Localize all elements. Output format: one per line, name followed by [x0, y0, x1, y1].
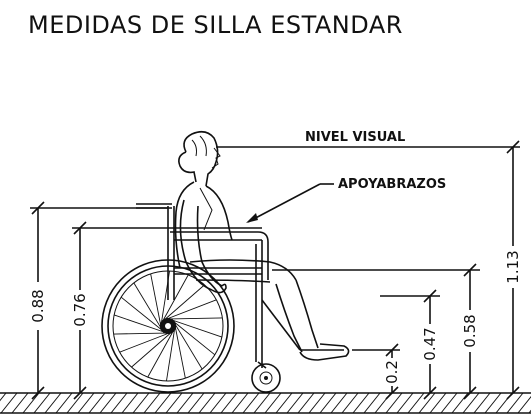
floor-hatch-line [11, 392, 29, 414]
floor-hatch-line [418, 392, 436, 414]
floor-hatch-line [275, 392, 293, 414]
floor-hatch-line [396, 392, 414, 414]
floor-hatch-line [385, 392, 403, 414]
wheel-spoke [166, 323, 176, 382]
armrest-leader: APOYABRAZOS [246, 177, 446, 223]
floor-hatch-line [165, 392, 183, 414]
floor-hatch-line [143, 392, 161, 414]
wheel-spoke [120, 296, 167, 335]
floor-hatch-line [363, 392, 381, 414]
floor-hatch-line [110, 392, 128, 414]
floor-hatch-line [319, 392, 337, 414]
wheel-spoke [147, 325, 177, 378]
reference-lines [30, 207, 480, 351]
floor-hatch-line [220, 392, 238, 414]
floor-hatch-line [440, 392, 458, 414]
floor-hatch-line [132, 392, 150, 414]
wheel-spoke [163, 317, 223, 320]
wheel-spoke [173, 320, 186, 379]
floor-hatch-line [330, 392, 348, 414]
dim-backrest-height: 0.88 [29, 289, 47, 322]
dim-armrest-height: 0.76 [71, 293, 89, 326]
wheel-spoke [131, 328, 176, 368]
floor-hatch-line [352, 392, 370, 414]
floor-hatch-line [484, 392, 502, 414]
floor-hatch-line [55, 392, 73, 414]
floor-hatch-line [253, 392, 271, 414]
floor-hatch-line [198, 392, 216, 414]
diagram-title: MEDIDAS DE SILLA ESTANDAR [28, 11, 403, 39]
floor-hatch-line [429, 392, 447, 414]
floor-hatch-line [33, 392, 51, 414]
floor-hatch-line [462, 392, 480, 414]
floor-hatch-line [22, 392, 40, 414]
eye-level-label: NIVEL VISUAL [305, 130, 405, 145]
wheel-spoke [169, 317, 216, 356]
wheel-spoke [160, 270, 170, 329]
floor-hatch-line [77, 392, 95, 414]
floor-hatch-line [99, 392, 117, 414]
seated-person [174, 130, 350, 361]
floor-hatch-line [264, 392, 282, 414]
floor-hatch-line [88, 392, 106, 414]
floor-hatch-line [154, 392, 172, 414]
floor-hatch-line [242, 392, 260, 414]
floor-hatch-line [176, 392, 194, 414]
floor-hatch-line [0, 392, 18, 414]
floor-hatch-line [231, 392, 249, 414]
eye-level-line: NIVEL VISUAL [216, 130, 520, 148]
wheel-spoke [160, 284, 205, 324]
floor-hatch-line [286, 392, 304, 414]
wheel-spoke [159, 274, 189, 327]
main-wheel [101, 259, 235, 393]
floor-hatch-line [121, 392, 139, 414]
wheel-spoke [166, 317, 223, 338]
wheel-spoke [161, 299, 217, 322]
wheel-spoke [119, 330, 175, 353]
floor [0, 392, 531, 414]
floor-hatch-line [0, 392, 7, 402]
floor-hatch-line [44, 392, 62, 414]
wheel-spoke [133, 282, 165, 334]
floor-hatch-line [473, 392, 491, 414]
armrest-label: APOYABRAZOS [338, 177, 446, 192]
floor-hatch-line [407, 392, 425, 414]
floor-hatch-line [506, 392, 524, 414]
dim-seat-cushion-height: 0.58 [461, 314, 479, 347]
floor-hatch-line [341, 392, 359, 414]
dim-footrest-height: 0.2 [383, 360, 401, 384]
floor-hatch-line [308, 392, 326, 414]
wheelchair [101, 203, 344, 393]
floor-hatch-line [297, 392, 315, 414]
dim-eye-level-height: 1.13 [504, 250, 522, 283]
wheel-spoke [113, 332, 173, 335]
floor-hatch-line [209, 392, 227, 414]
floor-hatch-line [187, 392, 205, 414]
floor-hatch-line [66, 392, 84, 414]
floor-hatch-line [517, 395, 531, 414]
wheel-spoke [113, 314, 170, 335]
dim-seat-height: 0.47 [421, 327, 439, 360]
wheel-spoke [171, 318, 203, 370]
wheel-spoke [150, 273, 163, 332]
floor-hatch-line [451, 392, 469, 414]
